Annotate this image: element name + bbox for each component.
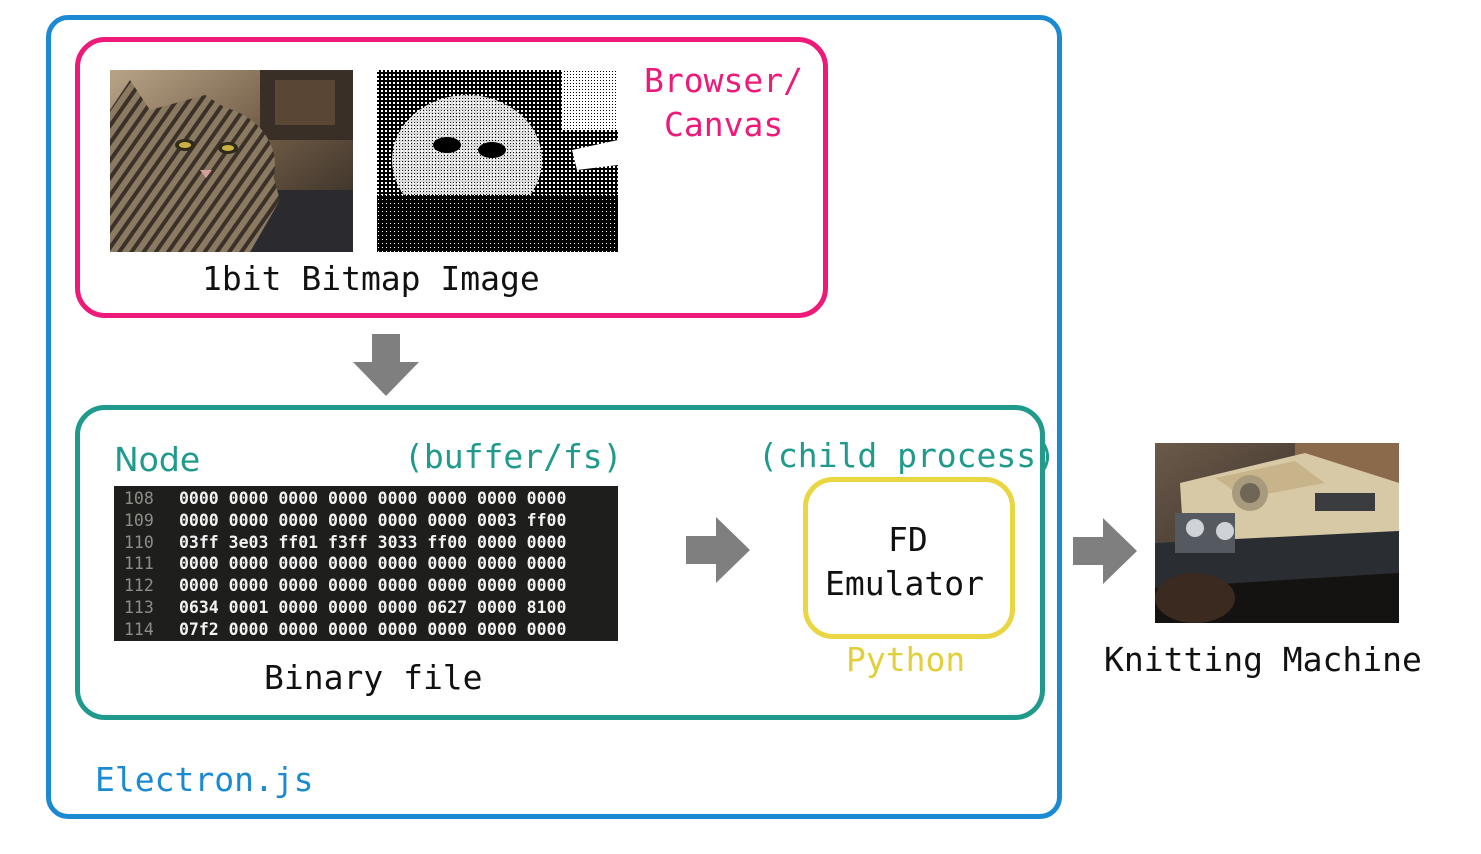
child-process-label: (child process) <box>758 436 1057 475</box>
hex-data: 0000 0000 0000 0000 0000 0000 0000 0000 <box>179 576 567 596</box>
hex-data: 0000 0000 0000 0000 0000 0000 0000 0000 <box>179 554 567 574</box>
hex-row: 113 0634 0001 0000 0000 0000 0627 0000 81… <box>114 597 618 619</box>
hex-line-number: 111 <box>124 554 154 574</box>
hex-row: 111 0000 0000 0000 0000 0000 0000 0000 00… <box>114 553 618 575</box>
electron-container <box>46 15 1062 819</box>
fd-emulator-box <box>803 477 1015 639</box>
hex-data: 0000 0000 0000 0000 0000 0000 0000 0000 <box>179 489 567 508</box>
hex-line-number: 110 <box>124 532 154 552</box>
knitting-machine-photo <box>1155 443 1399 623</box>
hex-line-number: 113 <box>124 597 154 617</box>
hex-line-number: 109 <box>124 510 154 530</box>
right-arrow-icon <box>1073 518 1137 584</box>
hex-row: 109 0000 0000 0000 0000 0000 0000 0003 ff… <box>114 510 618 532</box>
hex-data: 0634 0001 0000 0000 0000 0627 0000 8100 <box>179 597 567 617</box>
hex-data: 07f2 0000 0000 0000 0000 0000 0000 0000 <box>179 619 567 639</box>
hex-row: 110 03ff 3e03 ff01 f3ff 3033 ff00 0000 00… <box>114 532 618 554</box>
hex-row: 114 07f2 0000 0000 0000 0000 0000 0000 00… <box>114 619 618 641</box>
cat-photo <box>110 70 353 252</box>
electron-label: Electron.js <box>95 760 314 799</box>
node-label: Node <box>114 440 201 479</box>
knitting-machine-caption: Knitting Machine <box>1104 640 1422 679</box>
binary-file-caption: Binary file <box>264 658 483 697</box>
right-arrow-icon <box>686 517 750 583</box>
fd-emulator-label-line1: FD <box>888 520 928 559</box>
browser-canvas-container <box>75 37 828 318</box>
bitmap-caption: 1bit Bitmap Image <box>202 259 540 298</box>
hex-line-number: 108 <box>124 489 154 508</box>
hex-line-number: 114 <box>124 619 154 639</box>
hex-line-number: 112 <box>124 576 154 596</box>
hex-row: 112 0000 0000 0000 0000 0000 0000 0000 00… <box>114 575 618 597</box>
hex-row: 108 0000 0000 0000 0000 0000 0000 0000 00… <box>114 488 618 510</box>
browser-canvas-label-line1: Browser/ <box>644 61 803 100</box>
hex-data: 03ff 3e03 ff01 f3ff 3033 ff00 0000 0000 <box>179 532 567 552</box>
dithered-cat-photo <box>377 70 618 252</box>
down-arrow-icon <box>353 334 419 396</box>
node-container <box>75 405 1045 720</box>
fd-emulator-label-line2: Emulator <box>825 564 984 603</box>
buffer-fs-label: (buffer/fs) <box>404 437 623 476</box>
hex-data: 0000 0000 0000 0000 0000 0000 0003 ff00 <box>179 510 567 530</box>
browser-canvas-label-line2: Canvas <box>664 105 784 144</box>
python-label: Python <box>846 640 966 679</box>
hex-dump: 108 0000 0000 0000 0000 0000 0000 0000 00… <box>114 486 618 641</box>
